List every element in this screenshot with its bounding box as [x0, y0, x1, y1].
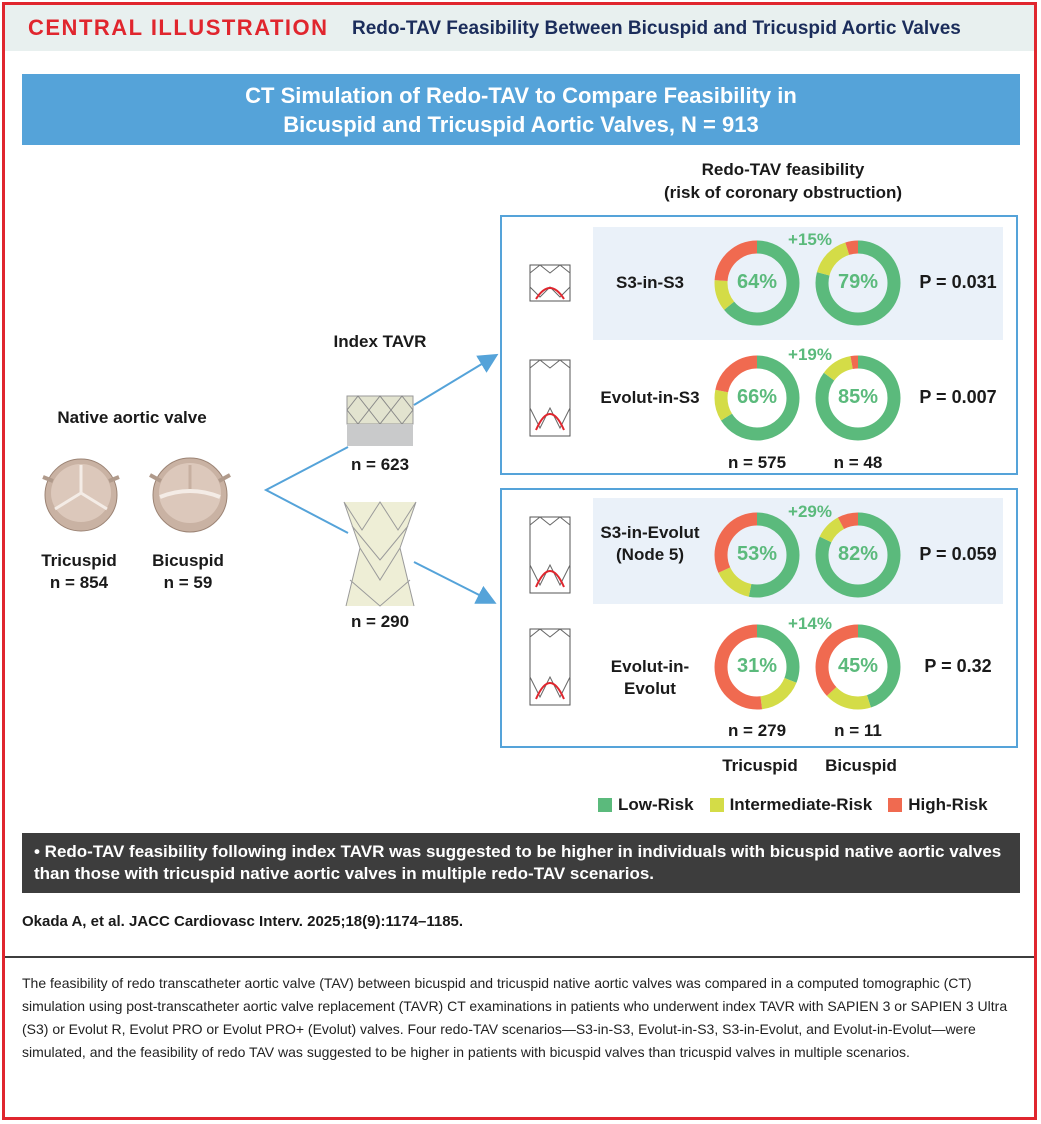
index-tavr-title: Index TAVR — [333, 332, 427, 351]
box1-tricuspid-n: n = 575 — [727, 453, 787, 472]
donut-s3-in-s3-bicuspid — [815, 240, 901, 326]
donut-percent: 82% — [837, 543, 879, 565]
legend: Low-Risk Intermediate-Risk High-Risk — [598, 795, 988, 815]
scenario-label-s3-in-evolut: S3-in-Evolut (Node 5) — [600, 523, 700, 564]
bicuspid-valve-icon — [149, 457, 231, 533]
donut-evolut-in-s3-bicuspid — [815, 355, 901, 441]
donut-percent: 45% — [837, 655, 879, 677]
delta-evolut-in-evolut: +14% — [788, 614, 832, 633]
delta-s3-in-s3: +15% — [788, 230, 832, 249]
scenario-label-s3-in-s3: S3-in-S3 — [615, 273, 685, 292]
donut-evolut-in-evolut-tricuspid — [714, 624, 800, 710]
arrow-to-evolut-box — [413, 561, 497, 604]
donut-s3-in-s3-tricuspid — [714, 240, 800, 326]
donut-segment-high — [815, 512, 901, 598]
donut-percent: 31% — [736, 655, 778, 677]
delta-evolut-in-s3: +19% — [788, 345, 832, 364]
redo-stent-icon — [529, 359, 571, 437]
donut-segment-high — [815, 240, 901, 326]
box1-bicuspid-n: n = 48 — [833, 453, 883, 472]
central-illustration-tag: CENTRAL ILLUSTRATION — [28, 15, 329, 40]
donut-percent: 85% — [837, 386, 879, 408]
box2-tricuspid-n: n = 279 — [727, 721, 787, 740]
donut-segment-high — [815, 355, 901, 441]
box2-bicuspid-n: n = 11 — [834, 721, 882, 740]
summary-bar: • Redo-TAV feasibility following index T… — [22, 833, 1020, 893]
banner-line-2: Bicuspid and Tricuspid Aortic Valves, N … — [283, 112, 759, 137]
bicuspid-column-label: Bicuspid — [825, 756, 897, 775]
legend-high-risk: High-Risk — [888, 795, 988, 815]
donut-evolut-in-evolut-bicuspid — [815, 624, 901, 710]
legend-intermediate-risk: Intermediate-Risk — [709, 795, 872, 815]
donut-segment-int — [714, 240, 800, 326]
evolut-valve-icon — [343, 501, 417, 607]
feasibility-title: Redo-TAV feasibility(risk of coronary ob… — [663, 160, 903, 202]
s3-index-box — [500, 215, 1018, 475]
redo-stent-icon — [529, 264, 571, 302]
donut-percent: 66% — [736, 386, 778, 408]
divider — [5, 956, 1034, 958]
tricuspid-valve-icon — [42, 458, 120, 532]
donut-percent: 64% — [736, 271, 778, 293]
donut-segment-high — [714, 512, 800, 598]
figure-caption: The feasibility of redo transcatheter ao… — [22, 975, 1008, 1060]
donut-evolut-in-s3-tricuspid — [714, 355, 800, 441]
donut-percent: 53% — [736, 543, 778, 565]
tricuspid-column-label: Tricuspid — [722, 756, 798, 775]
donut-segment-int — [714, 355, 800, 441]
flow-arrows — [263, 353, 499, 604]
arrow-to-s3-box — [413, 353, 499, 406]
donut-segment-high — [714, 624, 800, 710]
legend-low-risk: Low-Risk — [598, 795, 694, 815]
s3-count: n = 623 — [350, 455, 410, 474]
scenario-label-evolut-in-evolut: Evolut-in-Evolut — [610, 657, 690, 698]
donut-s3-in-evolut-bicuspid — [815, 512, 901, 598]
citation: Okada A, et al. JACC Cardiovasc Interv. … — [22, 913, 464, 930]
redo-stent-icon — [529, 628, 571, 706]
header-band — [5, 5, 1034, 51]
delta-s3-in-evolut: +29% — [788, 502, 832, 521]
redo-stent-icon — [529, 516, 571, 594]
evolut-count: n = 290 — [350, 612, 410, 631]
evolut-index-box — [500, 488, 1018, 748]
study-banner: CT Simulation of Redo-TAV to Compare Fea… — [22, 74, 1020, 145]
donut-segment-high — [714, 240, 800, 326]
scenario-label-evolut-in-s3: Evolut-in-S3 — [600, 388, 700, 407]
donut-s3-in-evolut-tricuspid — [714, 512, 800, 598]
donut-segment-int — [815, 624, 901, 710]
branch-line — [263, 446, 349, 534]
native-valve-illustrations — [42, 457, 231, 533]
banner-line-1: CT Simulation of Redo-TAV to Compare Fea… — [245, 83, 797, 108]
sapien3-valve-icon — [346, 395, 414, 446]
donut-percent: 79% — [837, 271, 879, 293]
p-value-s3-in-evolut: P = 0.059 — [919, 544, 997, 564]
p-value-s3-in-s3: P = 0.031 — [919, 272, 997, 292]
figure-title: Redo-TAV Feasibility Between Bicuspid an… — [352, 18, 961, 39]
p-value-evolut-in-evolut: P = 0.32 — [924, 656, 992, 676]
p-value-evolut-in-s3: P = 0.007 — [919, 387, 997, 407]
native-valve-title: Native aortic valve — [57, 408, 207, 427]
donut-segment-high — [714, 355, 800, 441]
donut-segment-high — [815, 624, 901, 710]
